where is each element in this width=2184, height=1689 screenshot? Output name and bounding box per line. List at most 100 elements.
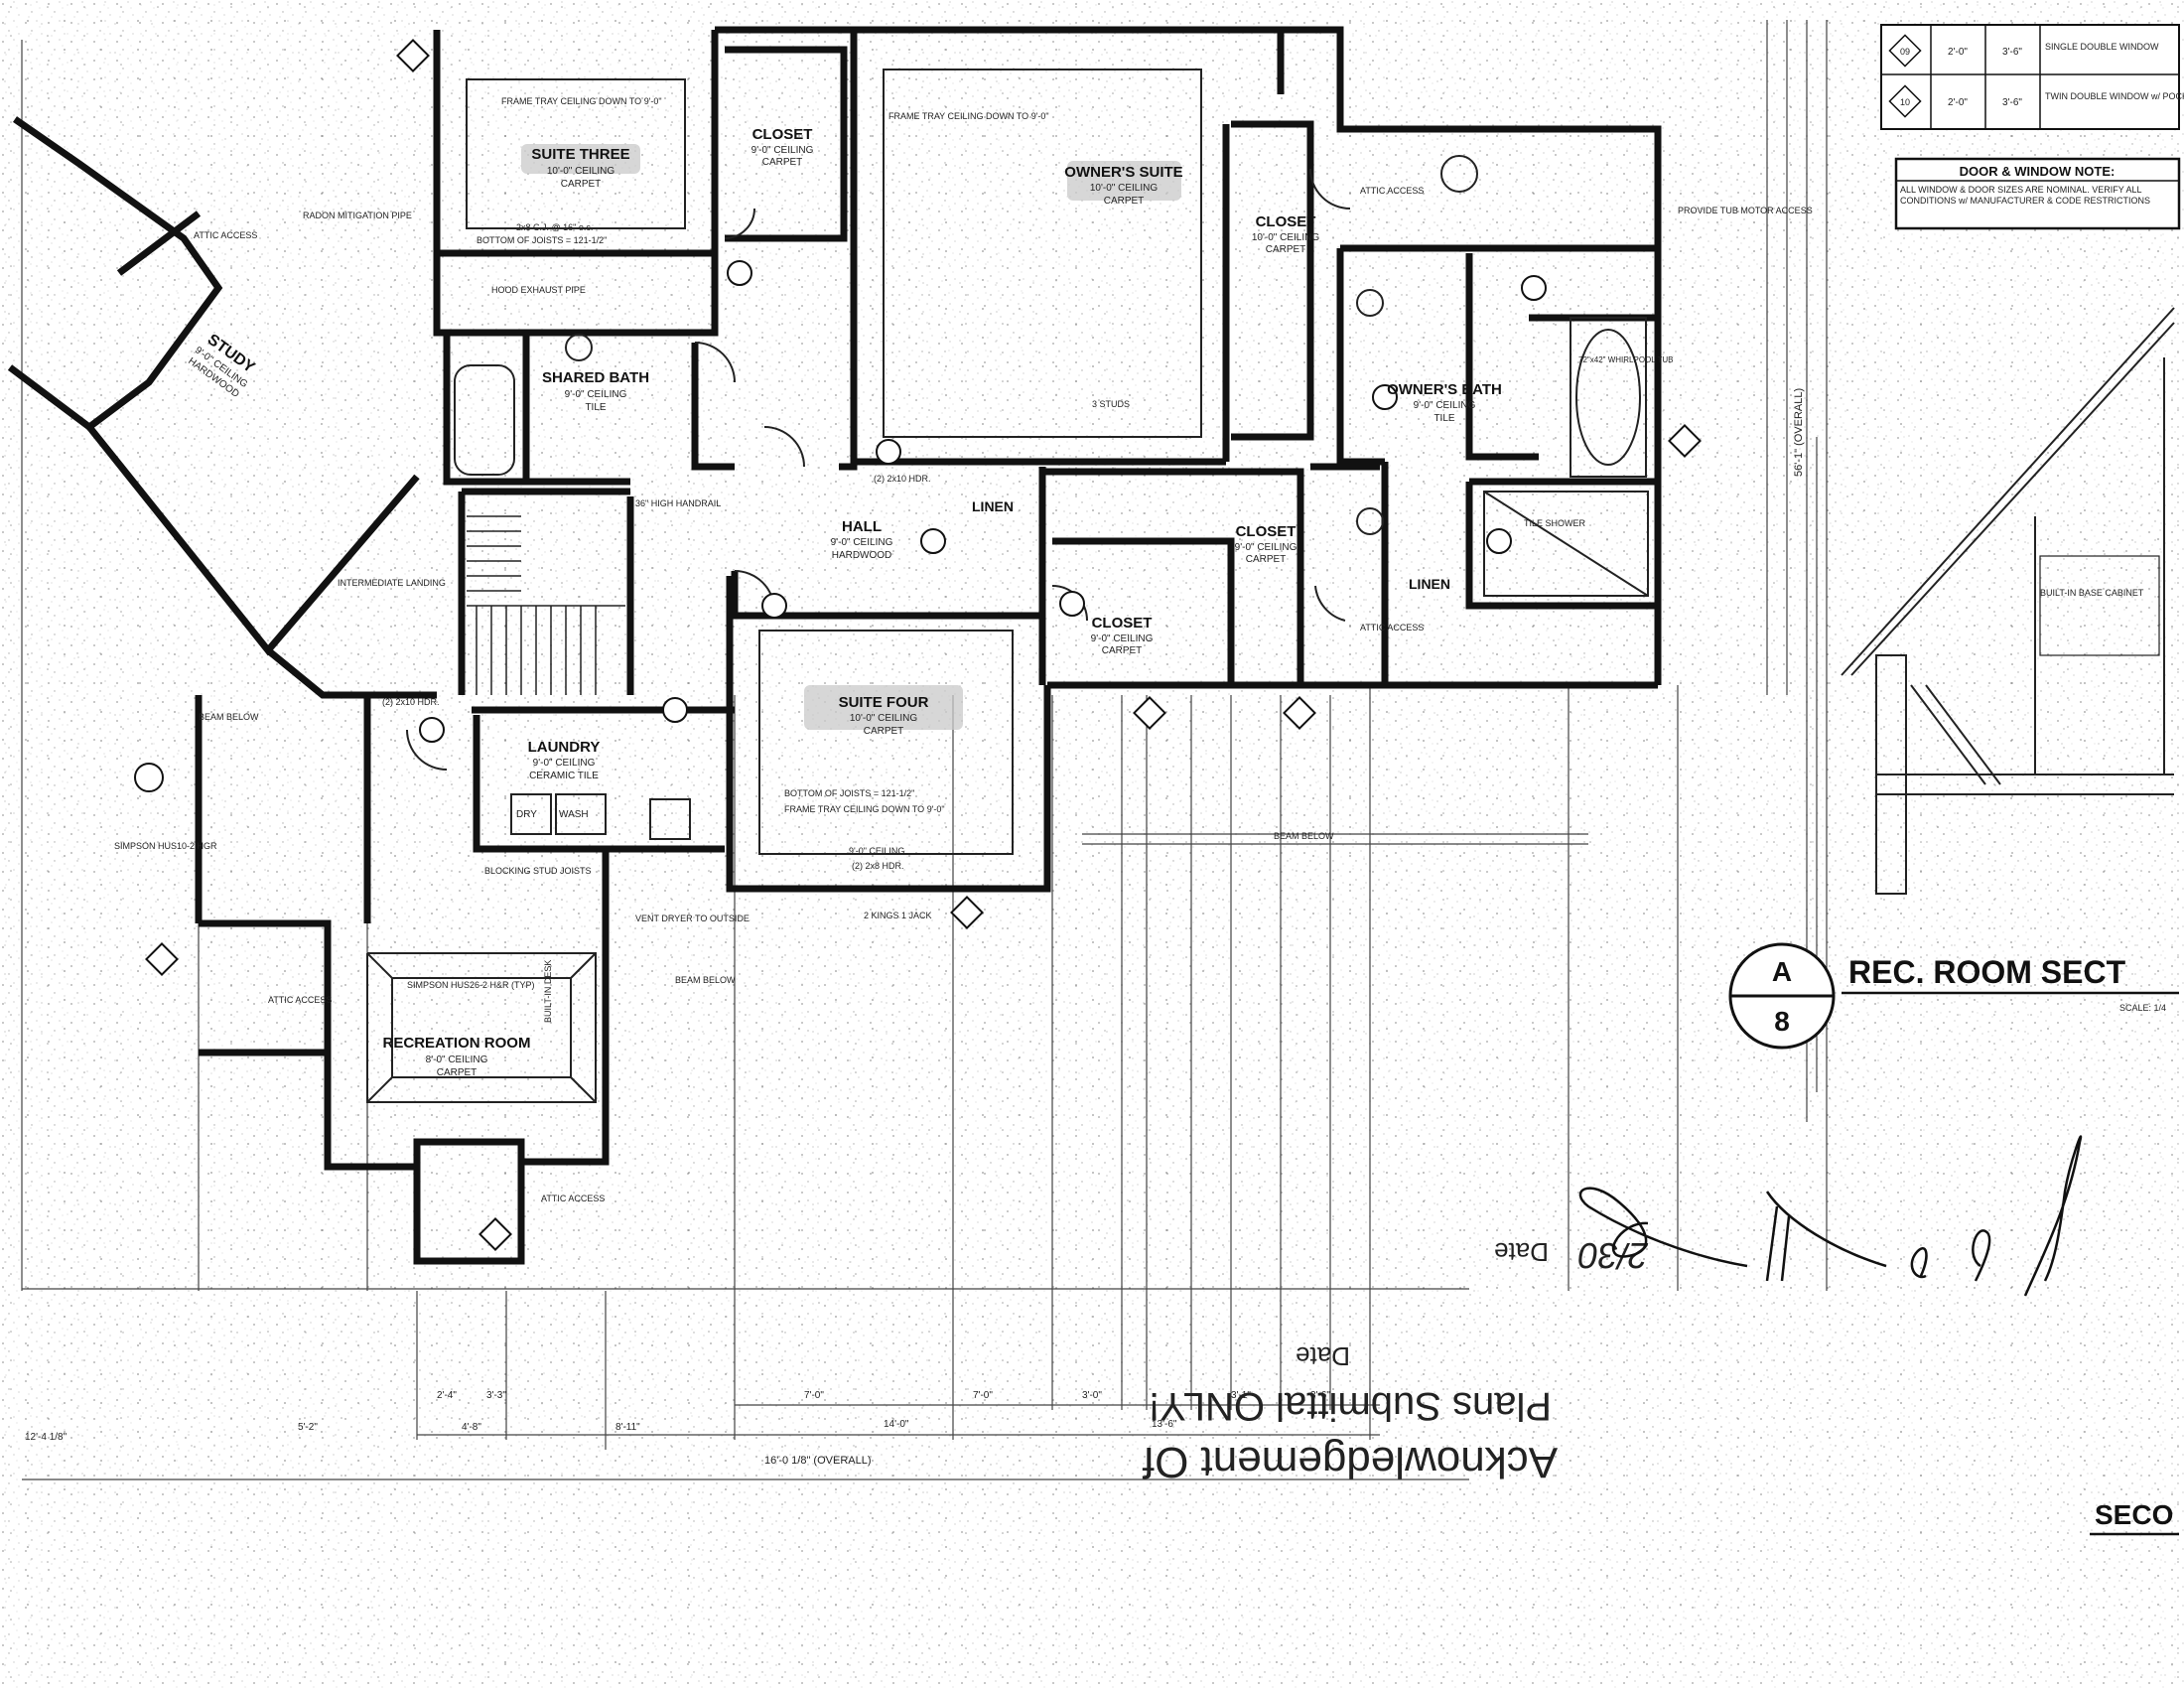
schedule-desc-1: SINGLE DOUBLE WINDOW xyxy=(2045,42,2159,52)
note-hdr-2x8: (2) 2x8 HDR. xyxy=(852,861,904,871)
note-kings-jack: 2 KINGS 1 JACK xyxy=(864,911,932,920)
dim-overall-bottom: 16'-0 1/8" (OVERALL) xyxy=(764,1455,872,1467)
room-closet-4: CLOSET xyxy=(1092,615,1153,632)
room-linen-2: LINEN xyxy=(1409,576,1450,592)
note-bottom-joists-4: BOTTOM OF JOISTS = 121-1/2" xyxy=(784,788,914,798)
room-hall-ceiling: 9'-0" CEILING xyxy=(831,537,893,548)
section-title: REC. ROOM SECT xyxy=(1848,954,2126,990)
section-marker-top: A xyxy=(1772,956,1792,987)
note-frame-tray-4: FRAME TRAY CEILING DOWN TO 9'-0" xyxy=(784,804,945,814)
note-built-in-desk: BUILT-IN DESK xyxy=(543,960,553,1023)
note-simpson-left: SIMPSON HUS10-2 HGR xyxy=(114,841,217,851)
tag-callouts xyxy=(134,39,1702,1251)
stamp-line1: Acknowledgement Of xyxy=(1142,1438,1558,1486)
dim-7: 13'-6" xyxy=(1152,1419,1177,1430)
dim-11: 8'-11" xyxy=(615,1422,640,1433)
note-beam-below-1: BEAM BELOW xyxy=(1274,831,1334,841)
section-marker: A 8 REC. ROOM SECT SCALE: 1/4 xyxy=(1728,942,2179,1050)
note-beam-below-3: BEAM BELOW xyxy=(199,712,259,722)
dim-9: 3'-3" xyxy=(486,1390,506,1401)
room-suite-three: SUITE THREE xyxy=(531,146,629,163)
room-closet-2-floor: CARPET xyxy=(1266,244,1306,255)
note-hdr-2x10-hall: (2) 2x10 HDR. xyxy=(874,474,931,484)
schedule-w-1: 2'-0" xyxy=(1948,47,1968,58)
window-schedule: 09 2'-0" 3'-6" SINGLE DOUBLE WINDOW 10 2… xyxy=(1880,24,2184,230)
room-closet-3-floor: CARPET xyxy=(1246,554,1287,565)
approval-stamp: Acknowledgement Of Plans Submittal ONLY!… xyxy=(1142,1235,1649,1486)
schedule-h-1: 3'-6" xyxy=(2002,47,2022,58)
note-frame-tray-owner: FRAME TRAY CEILING DOWN TO 9'-0" xyxy=(888,111,1049,121)
door-window-note-text: ALL WINDOW & DOOR SIZES ARE NOMINAL. VER… xyxy=(1900,185,2151,206)
dim-3: 3'-0" xyxy=(1082,1390,1102,1401)
room-hall: HALL xyxy=(842,518,882,535)
room-recreation-ceiling: 8'-0" CEILING xyxy=(426,1055,488,1065)
room-closet-4-floor: CARPET xyxy=(1102,645,1143,656)
room-suite-three-ceiling: 10'-0" CEILING xyxy=(547,166,614,177)
room-closet-1-ceiling: 9'-0" CEILING xyxy=(751,145,814,156)
walls xyxy=(7,26,1662,1265)
room-shared-bath-floor: TILE xyxy=(585,402,606,413)
ceiling-outlines xyxy=(366,69,2175,1103)
note-attic-3: ATTIC ACCESS xyxy=(1360,623,1424,633)
section-scale: SCALE: 1/4 xyxy=(2119,1003,2166,1013)
room-closet-4-ceiling: 9'-0" CEILING xyxy=(1091,633,1154,644)
note-attic-4: ATTIC ACCESS xyxy=(268,995,332,1005)
note-three-studs: 3 STUDS xyxy=(1092,399,1130,409)
dim-13: 12'-4 1/8" xyxy=(25,1432,68,1443)
room-laundry: LAUNDRY xyxy=(528,739,601,756)
guide-lines xyxy=(21,20,1828,1480)
room-laundry-floor: CERAMIC TILE xyxy=(529,771,599,781)
schedule-h-2: 3'-6" xyxy=(2002,97,2022,108)
section-marker-bottom: 8 xyxy=(1774,1006,1790,1037)
room-owners-suite: OWNER'S SUITE xyxy=(1064,164,1182,181)
room-recreation-floor: CARPET xyxy=(437,1067,478,1078)
room-closet-3: CLOSET xyxy=(1236,523,1297,540)
note-frame-tray-3: FRAME TRAY CEILING DOWN TO 9'-0" xyxy=(501,96,662,106)
note-hdr-2x10: (2) 2x10 HDR. xyxy=(382,697,440,707)
dim-4: 3'-1" xyxy=(1231,1390,1251,1401)
stamp-date-label-2: Date xyxy=(1494,1237,1549,1267)
schedule-tag-2: 10 xyxy=(1900,97,1910,107)
note-tile-shower: TILE SHOWER xyxy=(1524,518,1586,528)
dim-5: 3'-6" xyxy=(1310,1390,1330,1401)
stamp-line2: Plans Submittal ONLY! xyxy=(1149,1384,1552,1428)
note-vent-dryer: VENT DRYER TO OUTSIDE xyxy=(635,914,750,923)
note-simpson-rec: SIMPSON HUS26-2 H&R (TYP) xyxy=(407,980,535,990)
room-suite-four-floor: CARPET xyxy=(864,726,904,737)
room-closet-1: CLOSET xyxy=(752,126,813,143)
note-built-in-base: BUILT-IN BASE CABINET xyxy=(2040,588,2144,598)
note-provide-tub: PROVIDE TUB MOTOR ACCESS xyxy=(1678,206,1813,215)
room-laundry-ceiling: 9'-0" CEILING xyxy=(533,758,596,769)
room-closet-1-floor: CARPET xyxy=(762,157,803,168)
note-ceiling-9: 9'-0" CEILING xyxy=(849,846,904,856)
dim-overall-right: 56'-1" (OVERALL) xyxy=(1793,388,1805,477)
dimension-labels: 7'-0" 7'-0" 3'-0" 3'-1" 3'-6" 14'-0" 13'… xyxy=(25,388,1805,1467)
dim-8: 2'-4" xyxy=(437,1390,457,1401)
note-attic-5: ATTIC ACCESS xyxy=(541,1194,605,1203)
room-hall-floor: HARDWOOD xyxy=(832,550,892,561)
room-shared-bath: SHARED BATH xyxy=(542,369,649,386)
note-wash: WASH xyxy=(559,809,589,820)
room-suite-four: SUITE FOUR xyxy=(839,694,929,711)
note-attic-1: ATTIC ACCESS xyxy=(194,230,257,240)
note-joists-3: 2x8 C.J. @ 16" o.c. xyxy=(516,222,593,232)
dim-6: 14'-0" xyxy=(884,1419,909,1430)
room-owners-bath-floor: TILE xyxy=(1433,413,1454,424)
signature xyxy=(1578,1135,2083,1297)
door-window-note-title: DOOR & WINDOW NOTE: xyxy=(1960,164,2116,179)
room-suite-four-ceiling: 10'-0" CEILING xyxy=(850,713,917,724)
room-owners-suite-ceiling: 10'-0" CEILING xyxy=(1090,183,1158,194)
note-radon: RADON MITIGATION PIPE xyxy=(303,211,412,220)
stamp-date-label: Date xyxy=(1296,1341,1350,1371)
note-handrail: 36" HIGH HANDRAIL xyxy=(635,498,721,508)
construction-notes: FRAME TRAY CEILING DOWN TO 9'-0" FRAME T… xyxy=(114,96,2144,1203)
schedule-tag-1: 09 xyxy=(1900,47,1910,57)
room-recreation: RECREATION ROOM xyxy=(383,1035,531,1052)
note-whirlpool: 72"x42" WHIRLPOOL TUB xyxy=(1578,355,1674,364)
dim-12: 5'-2" xyxy=(298,1422,318,1433)
room-linen-1: LINEN xyxy=(972,498,1014,514)
schedule-w-2: 2'-0" xyxy=(1948,97,1968,108)
room-owners-bath: OWNER'S BATH xyxy=(1387,381,1502,398)
room-highlights xyxy=(521,144,1181,730)
